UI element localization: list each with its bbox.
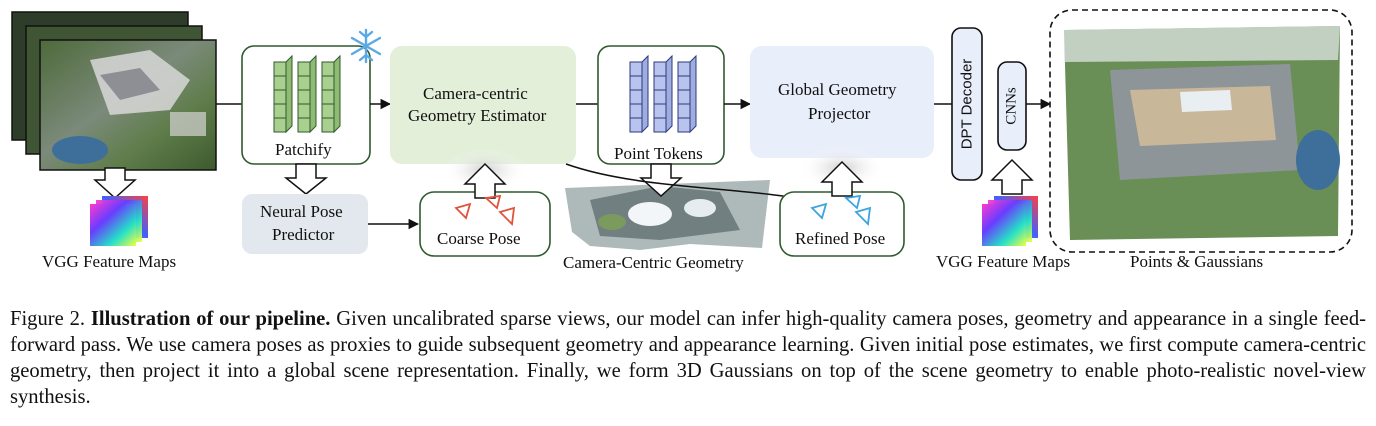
label-geometry-estimator: Geometry Estimator [408, 106, 547, 125]
label-vgg-left: VGG Feature Maps [42, 252, 177, 271]
label-global-geometry: Global Geometry [778, 80, 897, 99]
input-images [11, 11, 217, 171]
cnns-box [997, 61, 1027, 151]
label-predictor: Predictor [272, 225, 335, 244]
label-camera-centric-geometry: Camera-Centric Geometry [563, 253, 744, 272]
point-tokens-blue [629, 54, 697, 134]
camera-centric-estimator-box [390, 46, 576, 164]
down-arrow-patchify [283, 163, 329, 195]
label-cnns: CNNs [1003, 87, 1020, 125]
pipeline-diagram [11, 9, 1353, 257]
label-point-tokens: Point Tokens [614, 144, 703, 163]
up-arrow-coarse [463, 162, 507, 199]
refined-camera-icon [810, 194, 872, 226]
down-arrow-point-tokens [639, 163, 683, 198]
label-dpt-decoder: DPT Decoder [958, 58, 976, 150]
vgg-feature-map-icon-left [90, 196, 148, 246]
caption-figure-number: Figure 2. [10, 308, 86, 330]
label-coarse-pose: Coarse Pose [437, 229, 521, 248]
label-neural-pose: Neural Pose [260, 202, 343, 221]
caption-title: Illustration of our pipeline. [90, 308, 331, 330]
down-arrow-vgg-left [93, 167, 137, 200]
up-arrow-vgg-right [990, 158, 1034, 195]
label-projector: Projector [808, 104, 871, 123]
vgg-feature-map-icon-right [982, 196, 1038, 246]
label-patchify: Patchify [275, 140, 332, 159]
neural-pose-predictor-box [242, 194, 368, 254]
up-arrow-refined [820, 160, 864, 197]
label-vgg-right: VGG Feature Maps [936, 252, 1071, 271]
point-cloud-image [565, 180, 770, 250]
global-geometry-projector-box [750, 46, 934, 158]
dpt-decoder-box [951, 27, 983, 181]
snowflake-icon [350, 28, 382, 64]
caption-text: Given uncalibrated sparse views, our mod… [10, 308, 1366, 408]
label-points-gaussians: Points & Gaussians [1130, 252, 1264, 271]
label-camera-centric: Camera-centric [423, 84, 528, 103]
coarse-camera-icon [454, 194, 516, 226]
label-refined-pose: Refined Pose [795, 229, 886, 248]
points-gaussians-render [1064, 26, 1340, 240]
patch-tokens-green [273, 54, 341, 134]
figure-caption: Figure 2. Illustration of our pipeline. … [10, 306, 1366, 410]
